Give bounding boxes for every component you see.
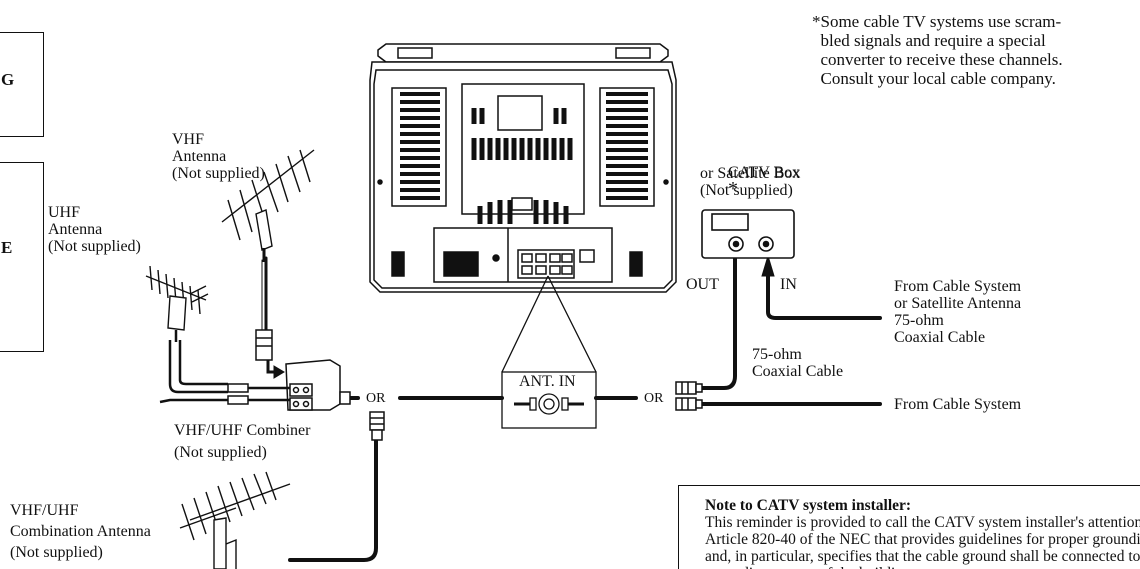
out-label: OUT: [686, 276, 719, 293]
cable-lines: [261, 246, 882, 562]
tv-rear-panel: [369, 43, 677, 293]
catv-asterisk: *: [728, 178, 738, 200]
note-title: Note to CATV system installer:: [705, 497, 912, 514]
connectors: [369, 381, 703, 441]
catv-box-drawing: [701, 209, 795, 259]
side-tab-bottom-letter: E: [1, 238, 13, 257]
side-tab-top: G: [0, 32, 44, 137]
vhf-uhf-combiner: [255, 329, 351, 411]
twin-lead-cables: [159, 340, 290, 405]
catv-box-subtitle: or Satellite Box (Not supplied): [700, 165, 801, 199]
side-tab-bottom: E: [0, 162, 44, 352]
catv-installer-note: Note to CATV system installer: This remi…: [678, 485, 1140, 569]
cable-footnote: *Some cable TV systems use scram- bled s…: [812, 12, 1063, 88]
or-label-right: OR: [644, 391, 664, 406]
uhf-antenna-label: UHF Antenna (Not supplied): [48, 204, 141, 255]
vhf-antenna-label: VHF Antenna (Not supplied): [172, 131, 265, 182]
note-body: This reminder is provided to call the CA…: [705, 514, 1140, 569]
uhf-antenna-drawing: [145, 265, 209, 342]
ant-in-zoom-callout: [501, 275, 597, 429]
in-label: IN: [780, 276, 797, 293]
combination-antenna-drawing: [179, 471, 291, 569]
from-cable-satellite-label: From Cable System or Satellite Antenna 7…: [894, 278, 1022, 346]
catv-box-label: CATV Box *: [712, 147, 800, 216]
or-label-left: OR: [366, 391, 386, 406]
vhf-antenna-drawing: [221, 149, 315, 262]
side-tab-top-letter: G: [1, 70, 15, 89]
coaxial-cable-label: 75-ohm Coaxial Cable: [752, 346, 844, 380]
combiner-label: VHF/UHF Combiner (Not supplied): [174, 422, 311, 461]
from-cable-system-label: From Cable System: [894, 396, 1022, 413]
combination-antenna-label: VHF/UHF Combination Antenna (Not supplie…: [10, 502, 151, 561]
catv-box-title: CATV Box: [728, 164, 801, 181]
ant-in-label: ANT. IN: [519, 373, 576, 390]
